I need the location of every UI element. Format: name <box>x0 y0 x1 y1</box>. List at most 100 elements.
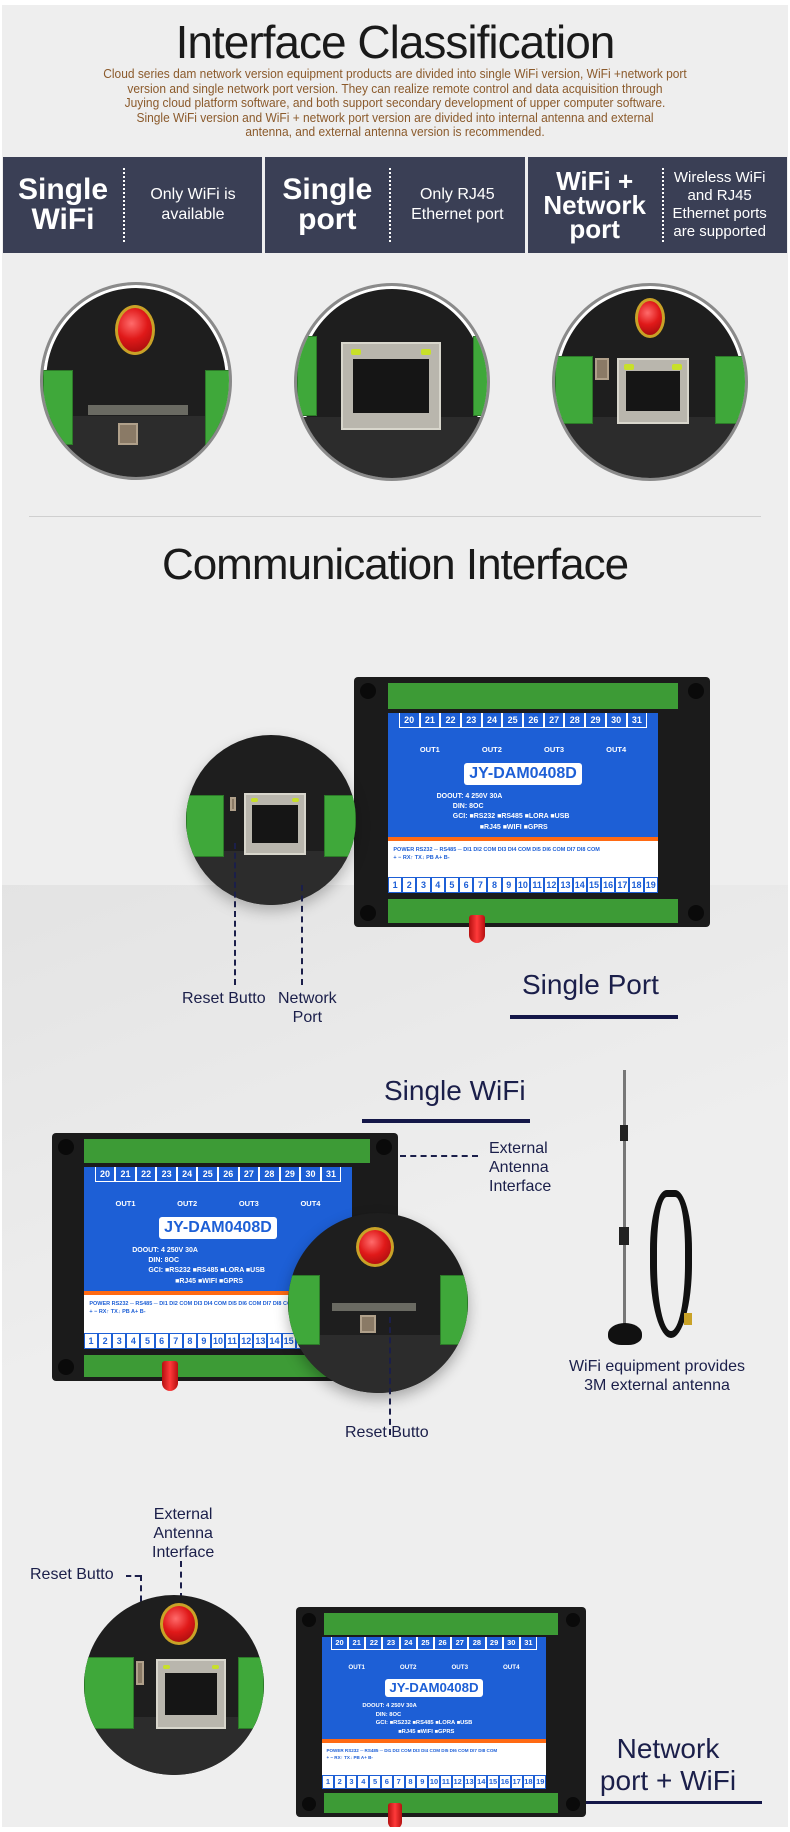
relay-output-label: OUT3 <box>238 1199 259 1208</box>
callout-line-antenna <box>400 1155 478 1157</box>
terminal-number: 16 <box>601 877 616 893</box>
antenna-coil <box>619 1227 629 1245</box>
terminal-number: 23 <box>460 713 482 728</box>
terminal-number: 13 <box>558 877 573 893</box>
caption-line: WiFi equipment provides <box>568 1358 746 1375</box>
callout-line: External <box>153 1506 213 1523</box>
photo-single-wifi <box>40 282 232 480</box>
terminal-number: 11 <box>530 877 545 893</box>
terminal-number: 3 <box>345 1775 358 1789</box>
photo-single-port <box>294 283 490 481</box>
terminal-number: 26 <box>433 1637 452 1650</box>
bottom-terminal-header: POWER RS232 ─ RS485 ─ DI1 DI2 COM DI3 DI… <box>89 1301 296 1307</box>
callout-line: Network <box>278 990 337 1007</box>
spec-doout: DOOUT: 4 250V 30A <box>362 1703 417 1710</box>
terminal-number: 19 <box>534 1775 546 1789</box>
class-name: Single WiFi <box>3 175 123 235</box>
heading-underline <box>586 1801 762 1804</box>
bottom-terminal-subheader: + − RX↑ TX↓ PB A+ B- <box>89 1309 146 1315</box>
dotted-divider <box>389 168 392 242</box>
photo-wifi-network <box>552 283 748 481</box>
mount-hole <box>360 683 376 699</box>
rj45-socket <box>164 1672 218 1716</box>
model-name: JY-DAM0408D <box>159 1217 277 1239</box>
relay-output-label: OUT2 <box>177 1199 198 1208</box>
terminal-number: 2 <box>333 1775 346 1789</box>
terminal-number: 29 <box>585 713 606 728</box>
callout-line-reset <box>389 1317 391 1435</box>
callout-external-antenna: External Antenna Interface <box>489 1139 551 1196</box>
top-terminal-block <box>388 683 678 709</box>
interface-classification-title: Interface Classification <box>175 16 616 68</box>
mount-hole <box>376 1139 392 1155</box>
dotted-divider <box>123 168 125 242</box>
class-description: Wireless WiFi and RJ45 Ethernet ports ar… <box>664 169 776 241</box>
terminal-number: 22 <box>365 1637 383 1650</box>
intro-line: Juying cloud platform software, and both… <box>124 96 666 111</box>
terminal-number: 9 <box>196 1333 211 1349</box>
spec-doout: DOOUT: 4 250V 30A <box>436 793 503 800</box>
terminal-number: 25 <box>502 713 524 728</box>
class-desc-line: Ethernet ports <box>672 205 767 222</box>
antenna-magnetic-base <box>608 1323 642 1345</box>
terminal-number: 20 <box>94 1167 116 1182</box>
terminal-block <box>238 1657 264 1729</box>
class-description: Only WiFi is available <box>125 185 261 225</box>
terminal-number: 6 <box>154 1333 169 1349</box>
intro-line: Cloud series dam network version equipme… <box>103 67 687 81</box>
heading-underline <box>362 1119 530 1123</box>
callout-line: Interface <box>489 1178 552 1195</box>
terminal-number: 8 <box>404 1775 417 1789</box>
relay-output-label: OUT4 <box>502 1663 520 1671</box>
mount-hole <box>58 1139 74 1155</box>
spec-doout: DOOUT: 4 250V 30A <box>132 1247 198 1254</box>
rj45-port-icon <box>617 358 689 424</box>
terminal-number: 10 <box>210 1333 226 1349</box>
relay-output-label: OUT3 <box>451 1663 469 1671</box>
intro-line: Single WiFi version and WiFi + network p… <box>136 110 654 125</box>
callout-line: Interface <box>152 1544 215 1561</box>
terminal-number: 20 <box>398 713 420 728</box>
rj45-socket <box>352 359 430 413</box>
led-indicator <box>163 1664 171 1669</box>
section-divider <box>29 516 761 517</box>
mount-hole <box>302 1797 316 1811</box>
rj45-port-icon <box>244 793 306 855</box>
terminal-number: 14 <box>475 1775 488 1789</box>
bottom-terminal-header: POWER RS232 ─ RS485 ─ DI1 DI2 COM DI3 DI… <box>326 1748 498 1754</box>
terminal-number: 20 <box>330 1637 349 1650</box>
heading-underline <box>510 1015 678 1019</box>
mount-hole <box>688 683 704 699</box>
terminal-number: 7 <box>392 1775 405 1789</box>
terminal-number: 30 <box>502 1637 520 1650</box>
bottom-terminal-block <box>324 1793 558 1813</box>
mount-hole <box>688 905 704 921</box>
mount-hole <box>566 1613 580 1627</box>
intro-paragraph: Cloud series dam network version equipme… <box>50 67 740 140</box>
terminal-number: 25 <box>197 1167 218 1182</box>
relay-output-label: OUT2 <box>481 745 502 754</box>
terminal-number: 9 <box>416 1775 429 1789</box>
relay-output-label: OUT4 <box>300 1199 321 1208</box>
led-indicator <box>250 798 258 803</box>
terminal-block <box>715 356 745 424</box>
class-desc-line: Only WiFi is <box>150 186 236 203</box>
terminal-number: 31 <box>519 1637 538 1650</box>
zoom-circle-network-wifi <box>84 1595 264 1775</box>
terminal-number: 1 <box>84 1333 99 1349</box>
spec-din: DIN: 8OC <box>375 1711 402 1718</box>
class-desc-line: Only RJ45 <box>419 186 495 203</box>
reset-button-icon <box>360 1315 376 1333</box>
terminal-number: 7 <box>168 1333 183 1349</box>
terminal-number: 6 <box>459 877 474 893</box>
intro-line: antenna, and external antenna version is… <box>245 125 545 140</box>
relay-output-label: OUT1 <box>115 1199 136 1208</box>
class-description: Only RJ45 Ethernet port <box>391 185 523 225</box>
terminal-number: 27 <box>451 1637 469 1650</box>
callout-reset-button: Reset Butto <box>345 1424 429 1441</box>
